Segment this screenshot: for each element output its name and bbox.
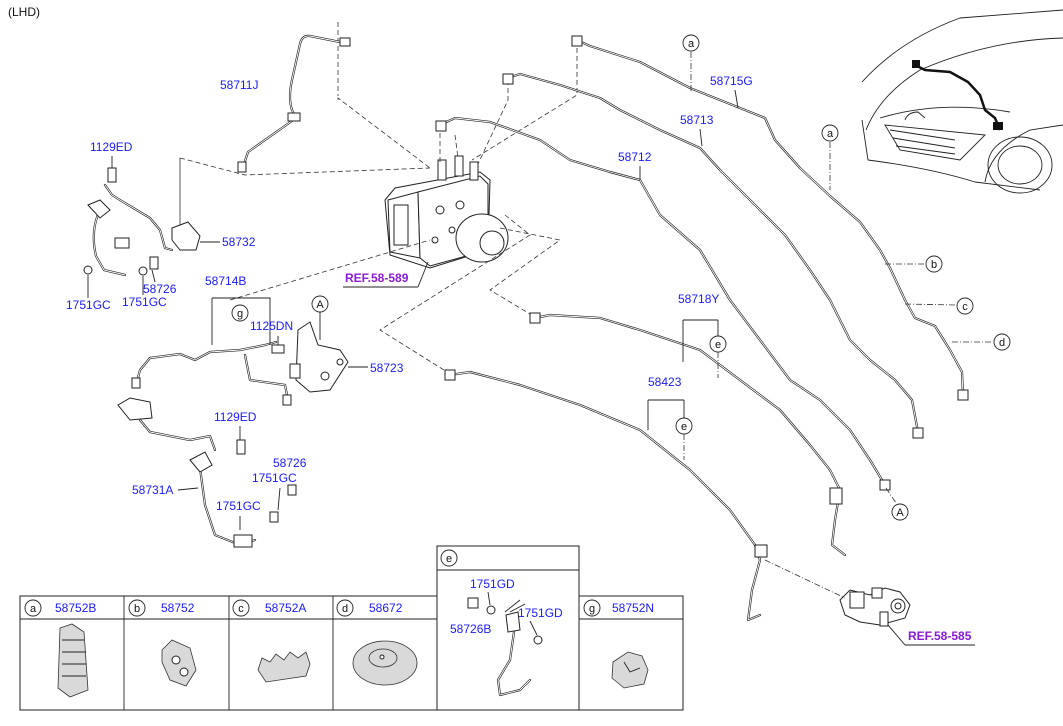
label-58732[interactable]: 58732 <box>222 235 256 249</box>
legend-letter-a: a <box>30 603 37 615</box>
label-1129ed-top[interactable]: 1129ED <box>90 140 133 154</box>
detail-e-part-right[interactable]: 1751GD <box>518 606 563 620</box>
detail-e-part-top[interactable]: 1751GD <box>470 577 515 591</box>
legend-part-g[interactable]: 58752N <box>612 601 654 615</box>
label-58726-left[interactable]: 58726 <box>143 282 177 296</box>
brake-pipe-58712 <box>438 116 887 487</box>
callout-a-top[interactable]: a <box>688 38 695 50</box>
label-1751gc-d[interactable]: 1751GC <box>216 499 261 513</box>
label-1751gc-c[interactable]: 1751GC <box>252 471 297 485</box>
callout-g[interactable]: g <box>237 308 243 320</box>
brake-pipe-58423 <box>448 370 768 622</box>
ref-hecu-label[interactable]: REF.58-589 <box>345 271 409 285</box>
brake-pipe-58713 <box>506 72 920 434</box>
legend-cell-c[interactable]: c 58752A <box>232 599 311 683</box>
legend-part-d[interactable]: 58672 <box>369 601 403 615</box>
drive-type-label: (LHD) <box>8 5 40 19</box>
clip-58752a-icon <box>257 651 311 683</box>
callout-c[interactable]: c <box>962 301 968 313</box>
legend-cell-a[interactable]: a 58752B <box>24 599 96 698</box>
label-58423[interactable]: 58423 <box>648 375 682 389</box>
label-1751gc-a[interactable]: 1751GC <box>66 298 111 312</box>
label-58713[interactable]: 58713 <box>680 113 714 127</box>
legend-part-a[interactable]: 58752B <box>55 601 96 615</box>
callout-d[interactable]: d <box>999 337 1005 349</box>
legend-letter-c: c <box>238 603 244 615</box>
car-illustration <box>861 9 1063 194</box>
label-58731a[interactable]: 58731A <box>132 483 173 497</box>
legend-cell-g[interactable]: g 58752N <box>583 599 654 689</box>
label-58714b[interactable]: 58714B <box>205 274 246 288</box>
label-1751gc-b[interactable]: 1751GC <box>122 295 167 309</box>
label-58726-bot[interactable]: 58726 <box>273 456 307 470</box>
front-brake-hose-58731a <box>117 397 297 548</box>
brake-pipe-58718y <box>533 313 847 557</box>
label-58715g[interactable]: 58715G <box>710 74 753 88</box>
legend-part-b[interactable]: 58752 <box>161 601 195 615</box>
label-1125dn[interactable]: 1125DN <box>250 319 293 333</box>
callout-b[interactable]: b <box>931 259 937 271</box>
legend-letter-d: d <box>342 603 348 615</box>
hecu-module <box>384 155 509 269</box>
clip-58752n-icon <box>611 651 649 689</box>
label-1129ed-bot[interactable]: 1129ED <box>214 410 257 424</box>
legend-part-c[interactable]: 58752A <box>265 601 306 615</box>
label-58718y[interactable]: 58718Y <box>678 292 719 306</box>
clip-58752b-icon <box>57 623 89 698</box>
legend-letter-g: g <box>589 603 595 615</box>
legend-letter-b: b <box>134 603 140 615</box>
master-cylinder <box>839 587 911 627</box>
label-58723[interactable]: 58723 <box>370 361 404 375</box>
callout-A-left[interactable]: A <box>316 299 324 311</box>
callout-a-right[interactable]: a <box>827 128 834 140</box>
brake-pipe-58711j <box>237 34 351 173</box>
brake-pipe-58714b <box>131 340 292 406</box>
callout-e-upper[interactable]: e <box>715 339 721 351</box>
front-brake-hose-upper <box>83 167 201 277</box>
callout-e-lower[interactable]: e <box>681 421 687 433</box>
ref-master-cylinder-label[interactable]: REF.58-585 <box>908 629 972 643</box>
callout-A-right[interactable]: A <box>896 507 904 519</box>
brake-pipe-58715g <box>575 38 965 397</box>
legend-cell-b[interactable]: b 58752 <box>128 599 197 687</box>
legend-cell-d[interactable]: d 58672 <box>336 599 418 686</box>
label-58712[interactable]: 58712 <box>618 150 652 164</box>
detail-e-letter[interactable]: e <box>446 553 452 565</box>
detail-e-part-left[interactable]: 58726B <box>450 622 491 636</box>
detail-box-e: e 1751GD 1751GD 58726B <box>436 545 580 711</box>
label-58711j[interactable]: 58711J <box>220 78 258 92</box>
